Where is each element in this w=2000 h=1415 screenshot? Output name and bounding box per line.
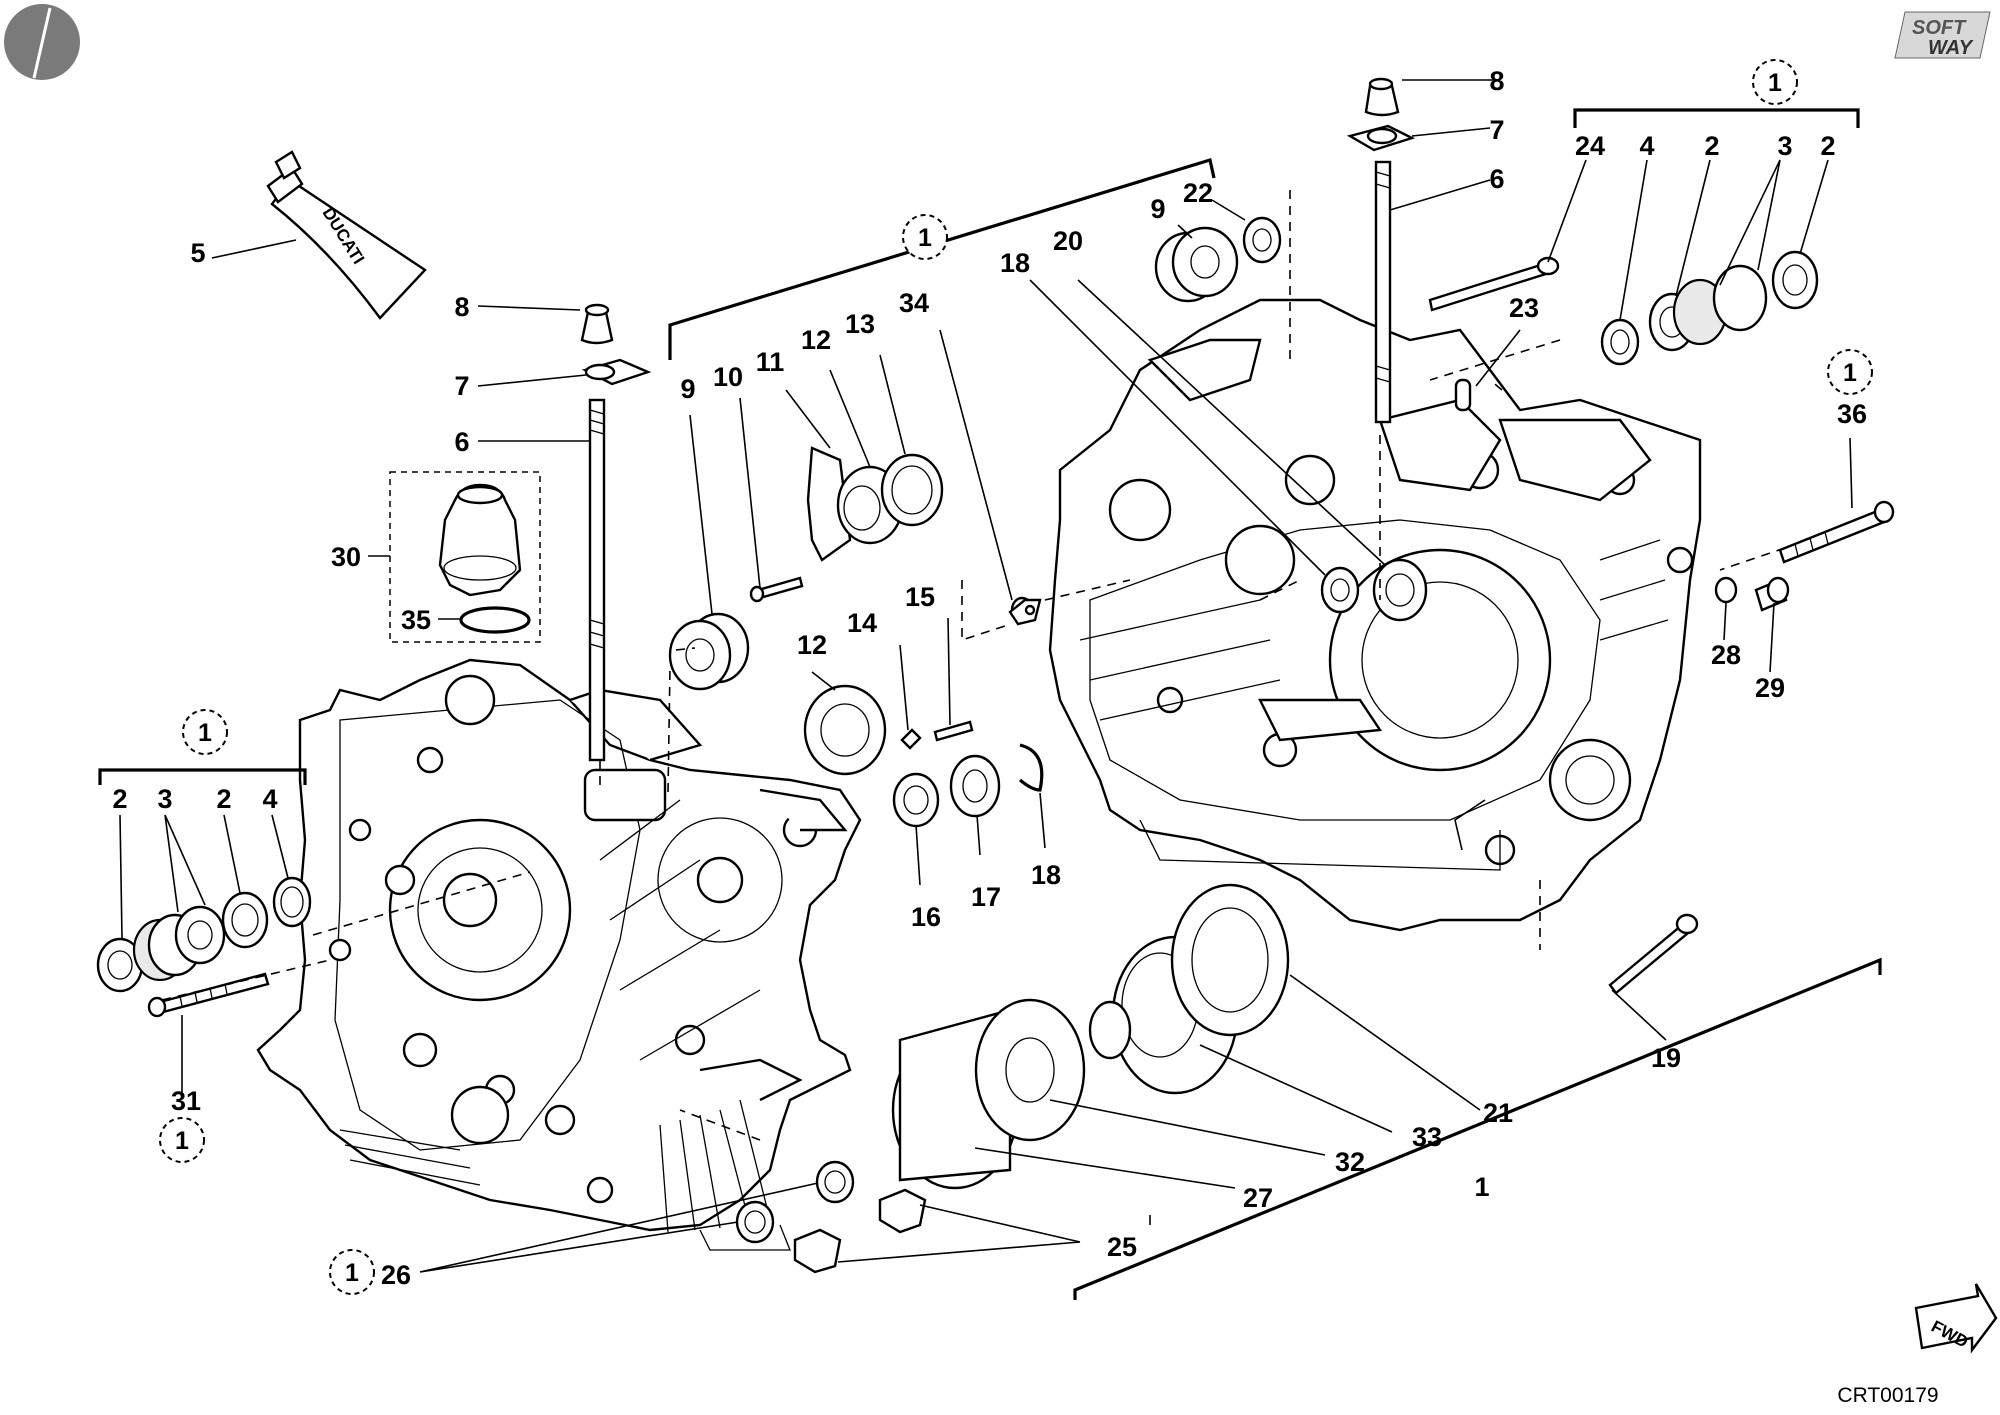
- drain-plugs: [735, 1160, 927, 1274]
- part-label: 14: [847, 608, 877, 638]
- part-label: 7: [454, 371, 469, 401]
- fwd-arrow-icon: FWD: [1914, 1283, 1998, 1354]
- part-label: 2: [216, 784, 231, 814]
- part-label: 23: [1509, 293, 1539, 323]
- svg-text:1: 1: [198, 719, 212, 747]
- part-label: 16: [911, 902, 941, 932]
- part-label: 9: [1150, 194, 1165, 224]
- part-label: 9: [680, 374, 695, 404]
- part-label: 5: [190, 238, 205, 268]
- part-label: 22: [1183, 178, 1213, 208]
- part-label: 3: [157, 784, 172, 814]
- svg-text:1: 1: [918, 224, 932, 252]
- part-label: 6: [1489, 164, 1504, 194]
- part-label: 17: [971, 882, 1001, 912]
- group-marker: 1: [1752, 59, 1798, 105]
- part-label: 4: [262, 784, 277, 814]
- part-label: 2: [112, 784, 127, 814]
- drawing-code: CRT00179: [1837, 1384, 1938, 1407]
- svg-text:1: 1: [1768, 69, 1782, 97]
- part-label: 4: [1639, 131, 1654, 161]
- assembly-axes: [161, 190, 1786, 1141]
- part-label: 6: [454, 427, 469, 457]
- part-label: 24: [1575, 131, 1605, 161]
- part-label: 8: [454, 292, 469, 322]
- part-label: 26: [381, 1260, 411, 1290]
- part-label: 7: [1489, 115, 1504, 145]
- part-label: 3: [1777, 131, 1792, 161]
- part-label: 19: [1651, 1043, 1681, 1073]
- part-label: 2: [1704, 131, 1719, 161]
- group-marker: 1: [902, 214, 948, 260]
- svg-text:1: 1: [1843, 359, 1857, 387]
- part-label: 12: [797, 630, 827, 660]
- part-label: 32: [1335, 1147, 1365, 1177]
- part-label: 27: [1243, 1183, 1273, 1213]
- right-stud-assembly: [1346, 77, 1416, 424]
- right-crankcase-half: [1048, 298, 1702, 932]
- part-label: 15: [905, 582, 935, 612]
- part-label: 11: [756, 347, 785, 377]
- part-label: 29: [1755, 673, 1785, 703]
- sealant-tube: DUCATI: [266, 150, 427, 320]
- part-label: 36: [1837, 399, 1867, 429]
- part-label: 33: [1412, 1122, 1442, 1152]
- part-numbers: 5 8 7 6 30 35 2 3 2 4 31 9 10 11 12 13 3…: [112, 66, 1867, 1290]
- left-crankcase-half: [256, 658, 862, 1251]
- group-marker: 1: [329, 1249, 375, 1295]
- svg-text:1: 1: [175, 1127, 189, 1155]
- left-bearing-stack: [96, 876, 312, 1018]
- corner-disc-mark: [4, 4, 80, 80]
- part-label: 30: [331, 542, 361, 572]
- part-label: 35: [401, 605, 431, 635]
- part-label: 1: [1474, 1172, 1489, 1202]
- part-label: 10: [713, 362, 743, 392]
- leader-lines: [119, 79, 1853, 1273]
- oil-cap-box: [389, 471, 541, 643]
- softway-logo: SOFT WAY: [1894, 11, 1991, 59]
- part-label: 8: [1489, 66, 1504, 96]
- left-stud-assembly: [580, 303, 652, 762]
- svg-text:1: 1: [345, 1259, 359, 1287]
- part-label: 18: [1000, 248, 1030, 278]
- part-label: 12: [801, 325, 831, 355]
- group-marker: 1: [1827, 349, 1873, 395]
- logo-line1: SOFT: [1912, 17, 1967, 39]
- part-label: 34: [899, 288, 929, 318]
- group-marker: 1: [182, 709, 228, 755]
- group-marker: 1: [159, 1117, 205, 1163]
- upper-left-bearings: [668, 446, 1044, 828]
- part-label: 25: [1107, 1232, 1137, 1262]
- part-label: 2: [1820, 131, 1835, 161]
- main-bearings: [891, 883, 1290, 1190]
- logo-line2: WAY: [1928, 37, 1974, 59]
- group-markers: 1 1 1 1 1 1: [159, 59, 1873, 1295]
- part-label: 28: [1711, 640, 1741, 670]
- right-small-parts: [1024, 216, 1895, 995]
- part-label: 13: [845, 309, 875, 339]
- part-label: 18: [1031, 860, 1061, 890]
- part-label: 31: [171, 1086, 201, 1116]
- part-label: 20: [1053, 226, 1083, 256]
- part-label: 21: [1483, 1098, 1513, 1128]
